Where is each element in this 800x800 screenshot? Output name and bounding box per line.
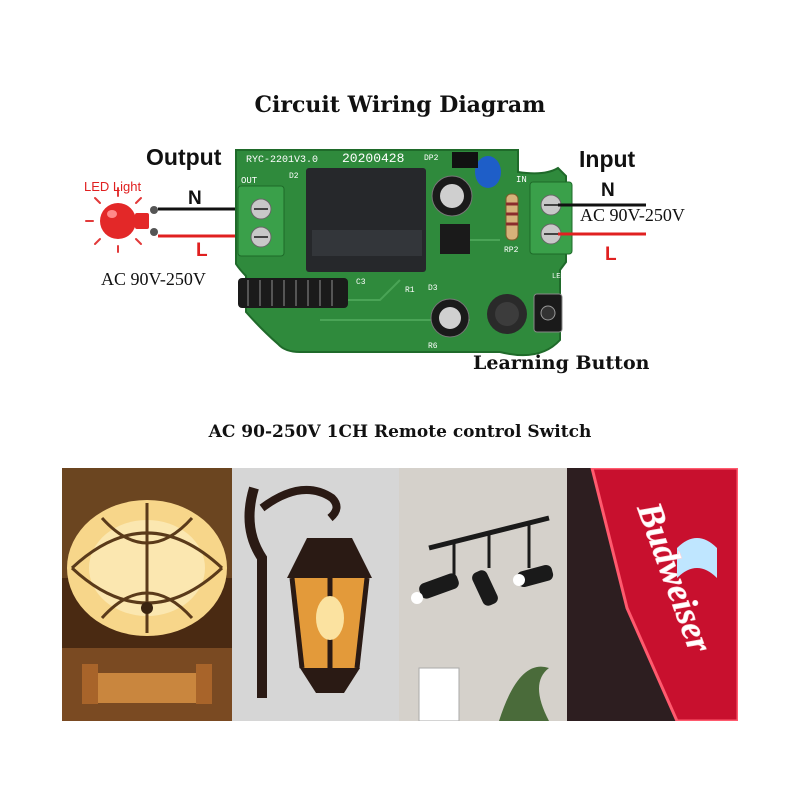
- svg-text:DP2: DP2: [424, 154, 439, 163]
- live-label-left: L: [196, 240, 208, 261]
- voltage-label-left: AC 90V-250V: [101, 269, 206, 289]
- svg-text:RP2: RP2: [504, 246, 519, 255]
- neutral-label-right: N: [601, 180, 615, 201]
- input-terminal-block: [529, 181, 573, 255]
- input-label: Input: [579, 146, 636, 172]
- wall-lantern-photo: [232, 468, 399, 721]
- output-label: Output: [146, 144, 222, 170]
- board-date: 20200428: [342, 151, 404, 166]
- board-model: RYC-2201V3.0: [246, 155, 318, 166]
- svg-text:LED1: LED1: [552, 273, 569, 281]
- neutral-label-left: N: [188, 188, 202, 209]
- relay-component: [306, 168, 426, 272]
- board-in-label: IN: [516, 175, 527, 185]
- voltage-label-right: AC 90V-250V: [580, 205, 685, 225]
- blue-capacitor: [475, 156, 501, 188]
- ceiling-lamp-photo: [62, 468, 232, 721]
- output-terminal-block: [237, 185, 285, 257]
- learning-button: [533, 293, 563, 333]
- svg-text:R1: R1: [405, 286, 415, 295]
- diagram-title: Circuit Wiring Diagram: [254, 92, 546, 118]
- track-spotlights-photo: [399, 468, 567, 721]
- live-label-right: L: [605, 244, 617, 265]
- learning-button-label: Learning Button: [473, 352, 650, 374]
- product-subtitle: AC 90-250V 1CH Remote control Switch: [208, 422, 592, 442]
- svg-text:D3: D3: [428, 284, 438, 293]
- board-out-label: OUT: [241, 176, 258, 186]
- pcb-board: RYC-2201V3.0 20200428 OUT IN D2 R1 D3 R6…: [235, 149, 573, 357]
- svg-text:C3: C3: [356, 278, 366, 287]
- wiring-diagram: RYC-2201V3.0 20200428 OUT IN D2 R1 D3 R6…: [85, 149, 646, 357]
- led-bulb-icon: [85, 187, 158, 253]
- neon-sign-photo: Budweiser: [567, 468, 738, 721]
- application-photos: Budweiser: [62, 468, 738, 721]
- svg-text:D2: D2: [289, 172, 299, 181]
- led-light-label: LED Light: [84, 179, 142, 194]
- antenna-coil: [238, 278, 348, 308]
- svg-text:R6: R6: [428, 342, 438, 351]
